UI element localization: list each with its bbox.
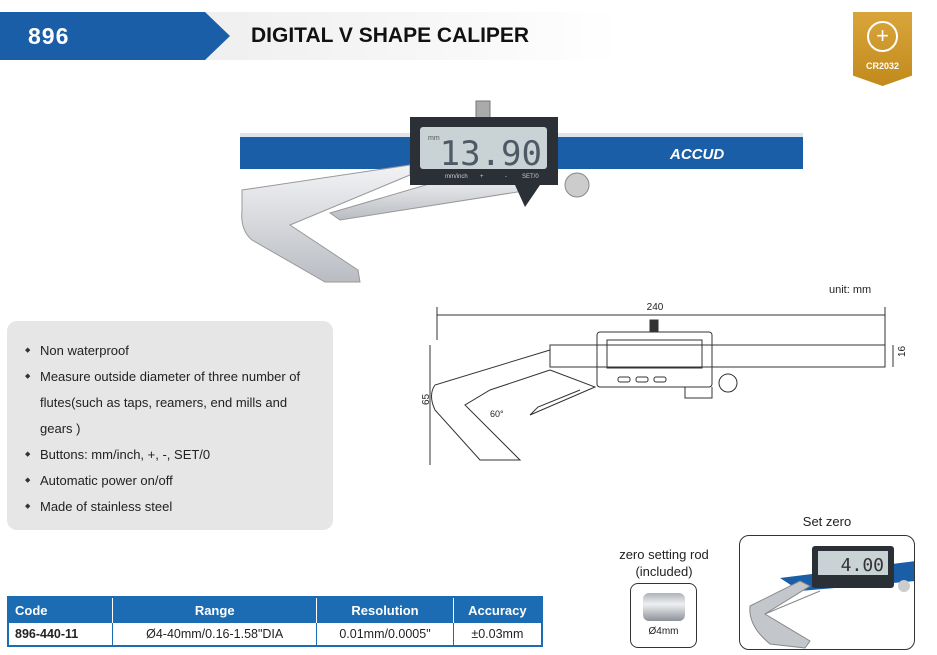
feature-item: Buttons: mm/inch, +, -, SET/0 xyxy=(25,442,333,468)
product-code: 896 xyxy=(28,23,70,49)
feature-list: Non waterproof Measure outside diameter … xyxy=(7,321,333,530)
col-resolution: Resolution xyxy=(316,597,454,623)
setzero-image: 4.00 xyxy=(739,535,915,650)
setzero-display-value: 4.00 xyxy=(841,555,884,576)
table-row: 896-440-11 Ø4-40mm/0.16-1.58"DIA 0.01mm/… xyxy=(8,623,543,646)
badge-label: CR2032 xyxy=(865,61,900,71)
rod-label: zero setting rod (included) xyxy=(619,547,709,579)
feature-item: Measure outside diameter of three number… xyxy=(25,364,305,442)
battery-badge: + CR2032 xyxy=(853,12,912,86)
height-dim: 65 xyxy=(421,393,432,405)
setzero-label: Set zero xyxy=(802,514,852,529)
set0-label: SET/0 xyxy=(522,174,539,180)
cell-resolution: 0.01mm/0.0005" xyxy=(316,623,454,646)
cell-range: Ø4-40mm/0.16-1.58"DIA xyxy=(112,623,318,646)
thumb-wheel xyxy=(564,172,590,198)
feature-item: Automatic power on/off xyxy=(25,468,333,494)
col-accuracy: Accuracy xyxy=(453,597,543,623)
rod-image: Ø4mm xyxy=(630,583,697,648)
feature-item: Non waterproof xyxy=(25,338,333,364)
rod-icon xyxy=(643,593,685,621)
plus-label: + xyxy=(480,174,484,180)
display-value: 13.90 xyxy=(440,134,542,174)
beam-dim: 16 xyxy=(897,345,908,357)
cell-code: 896-440-11 xyxy=(8,623,114,646)
display-unit: mm xyxy=(428,135,440,142)
page-title: DIGITAL V SHAPE CALIPER xyxy=(251,24,530,47)
technical-drawing: 240 16 65 60° xyxy=(421,302,908,465)
spec-table: Code Range Resolution Accuracy 896-440-1… xyxy=(7,596,543,647)
col-range: Range xyxy=(112,597,318,623)
brand-logo: ACCUD xyxy=(669,146,724,163)
product-photo: mm 13.90 mm/inch + - SET/0 ACCUD xyxy=(240,100,803,283)
minus-label: - xyxy=(505,174,507,180)
unit-label: unit: mm xyxy=(829,284,872,296)
col-code: Code xyxy=(8,597,114,623)
feature-item: Made of stainless steel xyxy=(25,494,333,520)
rod-diameter: Ø4mm xyxy=(648,626,679,637)
mm-inch-label: mm/inch xyxy=(445,174,468,180)
battery-plus-icon: + xyxy=(867,21,898,52)
code-banner xyxy=(0,12,230,60)
cell-accuracy: ±0.03mm xyxy=(453,623,543,646)
length-dim: 240 xyxy=(647,302,664,313)
angle-dim: 60° xyxy=(490,409,504,419)
